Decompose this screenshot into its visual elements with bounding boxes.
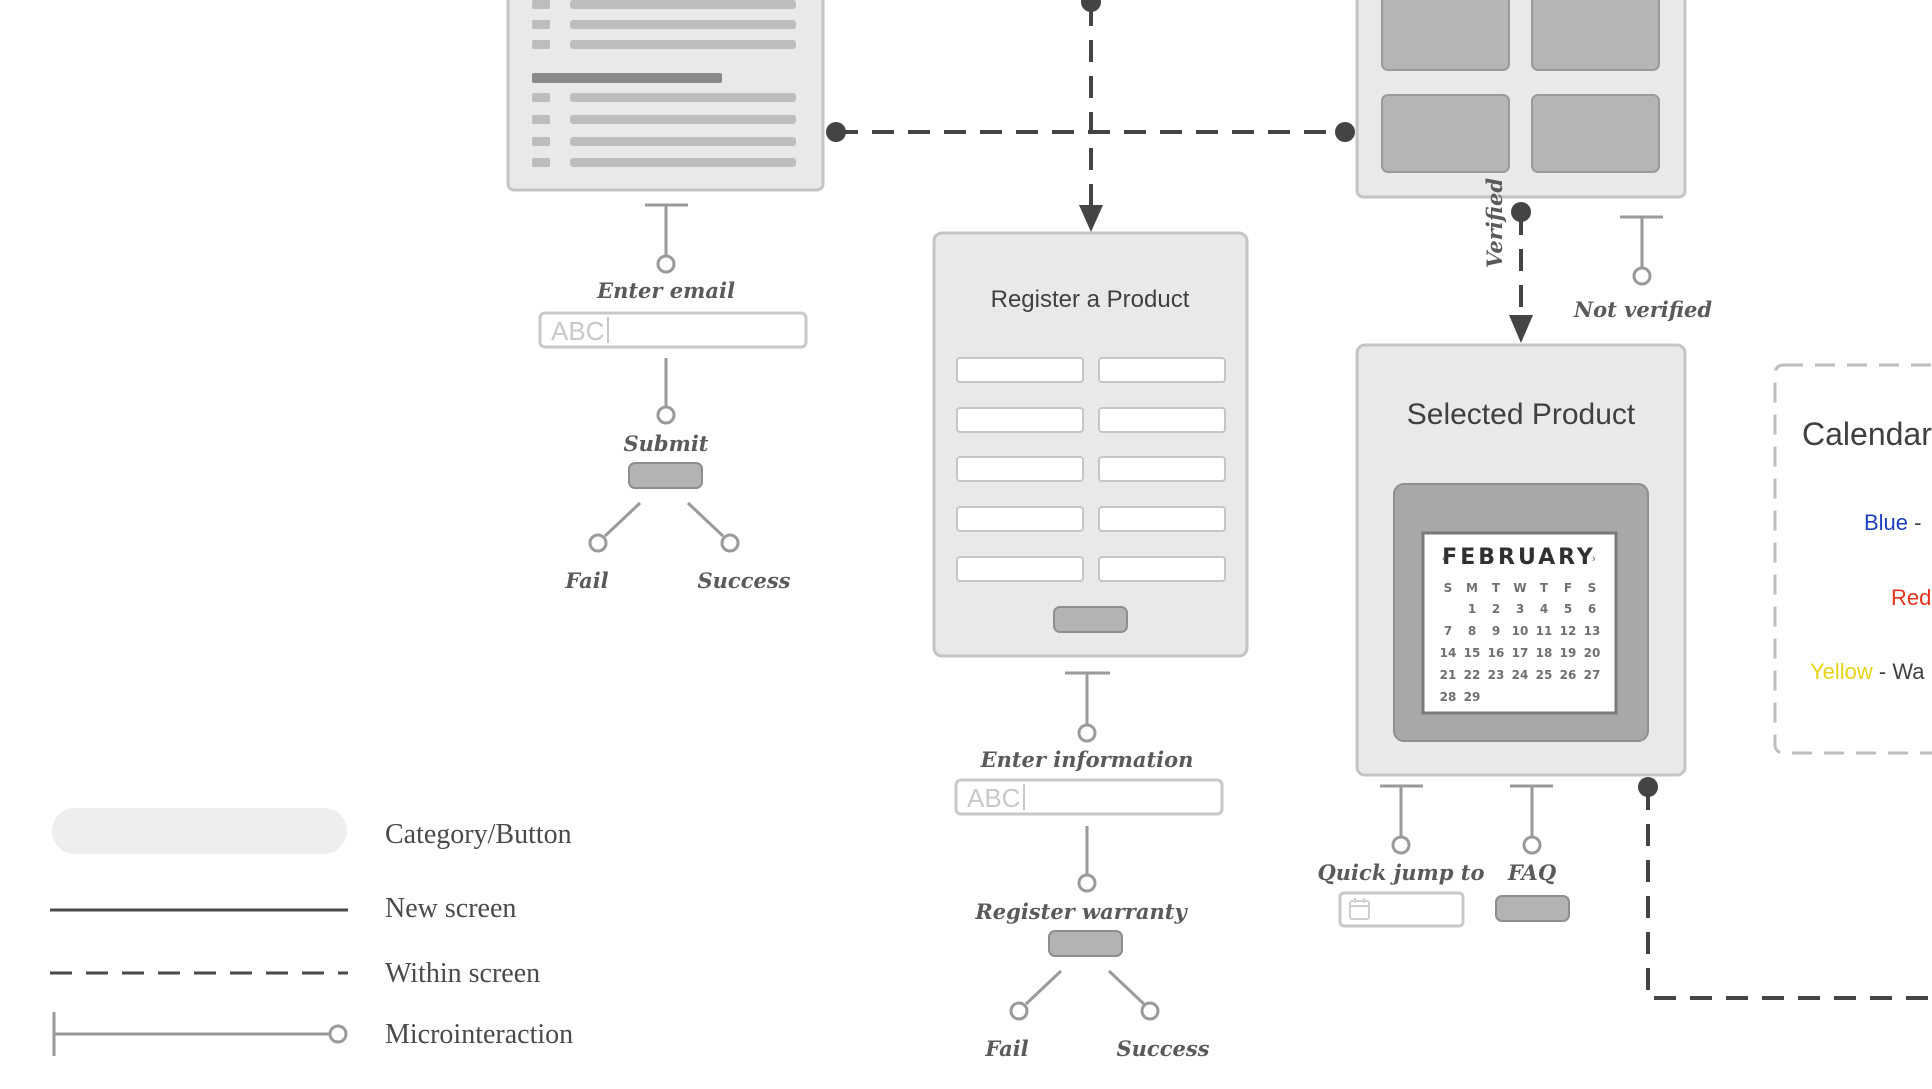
- register-success-label: Success: [1116, 1036, 1209, 1061]
- calendar-title: Calendar: [1802, 416, 1932, 452]
- calendar-icon: [1349, 898, 1370, 920]
- calendar-weekday: S: [1444, 581, 1453, 595]
- faq-button[interactable]: [1495, 895, 1570, 922]
- calendar-day[interactable]: 26: [1560, 668, 1577, 682]
- calendar-day[interactable]: 27: [1584, 668, 1601, 682]
- calendar-day[interactable]: 15: [1464, 646, 1481, 660]
- calendar-day[interactable]: 16: [1488, 646, 1505, 660]
- calendar-day[interactable]: 29: [1464, 690, 1481, 704]
- selected-product-title: Selected Product: [1407, 398, 1636, 431]
- microinteraction-stems: [588, 203, 1663, 1021]
- quick-jump-label: Quick jump to: [1318, 860, 1485, 885]
- calendar-weekday: T: [1492, 581, 1501, 595]
- calendar-day[interactable]: 8: [1468, 624, 1476, 638]
- register-fail-label: Fail: [984, 1036, 1028, 1061]
- calendar-weekday: F: [1564, 581, 1572, 595]
- legend-blue: Blue -: [1864, 510, 1922, 535]
- arrow-down-icon: [1079, 205, 1103, 232]
- submit-label: Submit: [623, 431, 708, 456]
- calendar-day[interactable]: 2: [1492, 602, 1500, 616]
- grid-screen: [1355, 0, 1687, 199]
- legend-microinteraction: Microinteraction: [385, 1019, 573, 1050]
- calendar-day[interactable]: 9: [1492, 624, 1500, 638]
- calendar-day[interactable]: 1: [1468, 602, 1476, 616]
- legend: Category/Button New screen Within screen…: [50, 808, 573, 1056]
- calendar-day[interactable]: 24: [1512, 668, 1529, 682]
- calendar-day[interactable]: 14: [1440, 646, 1457, 660]
- calendar-day[interactable]: 21: [1440, 668, 1457, 682]
- within-screen-connectors: [836, 4, 1932, 1000]
- calendar-day[interactable]: 11: [1536, 624, 1553, 638]
- submit-button[interactable]: [628, 462, 703, 489]
- register-warranty-label: Register warranty: [974, 899, 1188, 924]
- calendar-day[interactable]: 5: [1564, 602, 1572, 616]
- information-input[interactable]: [954, 778, 1224, 816]
- register-product-title: Register a Product: [991, 286, 1190, 313]
- calendar-month: FEBRUARY: [1442, 545, 1596, 570]
- email-fail-label: Fail: [564, 568, 608, 593]
- enter-email-label: Enter email: [596, 278, 735, 303]
- faq-label: FAQ: [1507, 860, 1556, 885]
- quick-jump-date-input[interactable]: [1338, 891, 1465, 928]
- legend-within-screen: Within screen: [385, 958, 540, 989]
- calendar-day[interactable]: 19: [1560, 646, 1577, 660]
- calendar-weekday: T: [1540, 581, 1549, 595]
- calendar-day[interactable]: 23: [1488, 668, 1505, 682]
- legend-red: Red: [1891, 585, 1931, 610]
- calendar-day[interactable]: 20: [1584, 646, 1601, 660]
- calendar-day[interactable]: 12: [1560, 624, 1577, 638]
- information-input-placeholder: ABC: [967, 783, 1020, 813]
- calendar-day[interactable]: 7: [1444, 624, 1452, 638]
- calendar-day[interactable]: 25: [1536, 668, 1553, 682]
- email-success-label: Success: [697, 568, 790, 593]
- calendar-day[interactable]: 4: [1540, 602, 1548, 616]
- calendar-weekday: M: [1466, 581, 1478, 595]
- next-month-icon: ›: [1592, 553, 1596, 565]
- register-warranty-button[interactable]: [1048, 930, 1123, 957]
- verified-label: Verified: [1482, 178, 1507, 268]
- prev-month-icon: ‹: [1442, 553, 1446, 565]
- selected-product-flow: Quick jump to FAQ: [1318, 860, 1570, 928]
- email-flow: Enter email ABC Submit Fail Success: [538, 278, 808, 593]
- calendar-day[interactable]: 18: [1536, 646, 1553, 660]
- legend-category-button: Category/Button: [385, 819, 572, 850]
- register-flow: Enter information ABC Register warranty …: [954, 747, 1224, 1061]
- email-input[interactable]: [538, 311, 808, 349]
- register-product-screen: Register a Product: [932, 231, 1249, 658]
- enter-information-label: Enter information: [980, 747, 1194, 772]
- calendar-day[interactable]: 28: [1440, 690, 1457, 704]
- calendar-weekday: W: [1513, 581, 1526, 595]
- calendar-day[interactable]: 6: [1588, 602, 1596, 616]
- calendar-screen: Calendar Blue - Red Yellow - Wa: [1773, 363, 1932, 755]
- calendar-day[interactable]: 3: [1516, 602, 1524, 616]
- connector-endpoints: [826, 0, 1658, 797]
- legend-microinteraction-line: [52, 1012, 348, 1056]
- calendar-day[interactable]: 22: [1464, 668, 1481, 682]
- calendar-day[interactable]: 17: [1512, 646, 1529, 660]
- legend-new-screen: New screen: [385, 893, 516, 924]
- not-verified-label: Not verified: [1573, 297, 1712, 322]
- email-input-placeholder: ABC: [551, 316, 604, 346]
- arrow-down-icon: [1509, 315, 1533, 343]
- legend-category-swatch: [52, 808, 347, 854]
- calendar-day[interactable]: 13: [1584, 624, 1601, 638]
- list-screen: [506, 0, 825, 192]
- calendar-weekday: S: [1588, 581, 1597, 595]
- legend-yellow: Yellow - Wa: [1810, 659, 1925, 684]
- calendar-day[interactable]: 10: [1512, 624, 1529, 638]
